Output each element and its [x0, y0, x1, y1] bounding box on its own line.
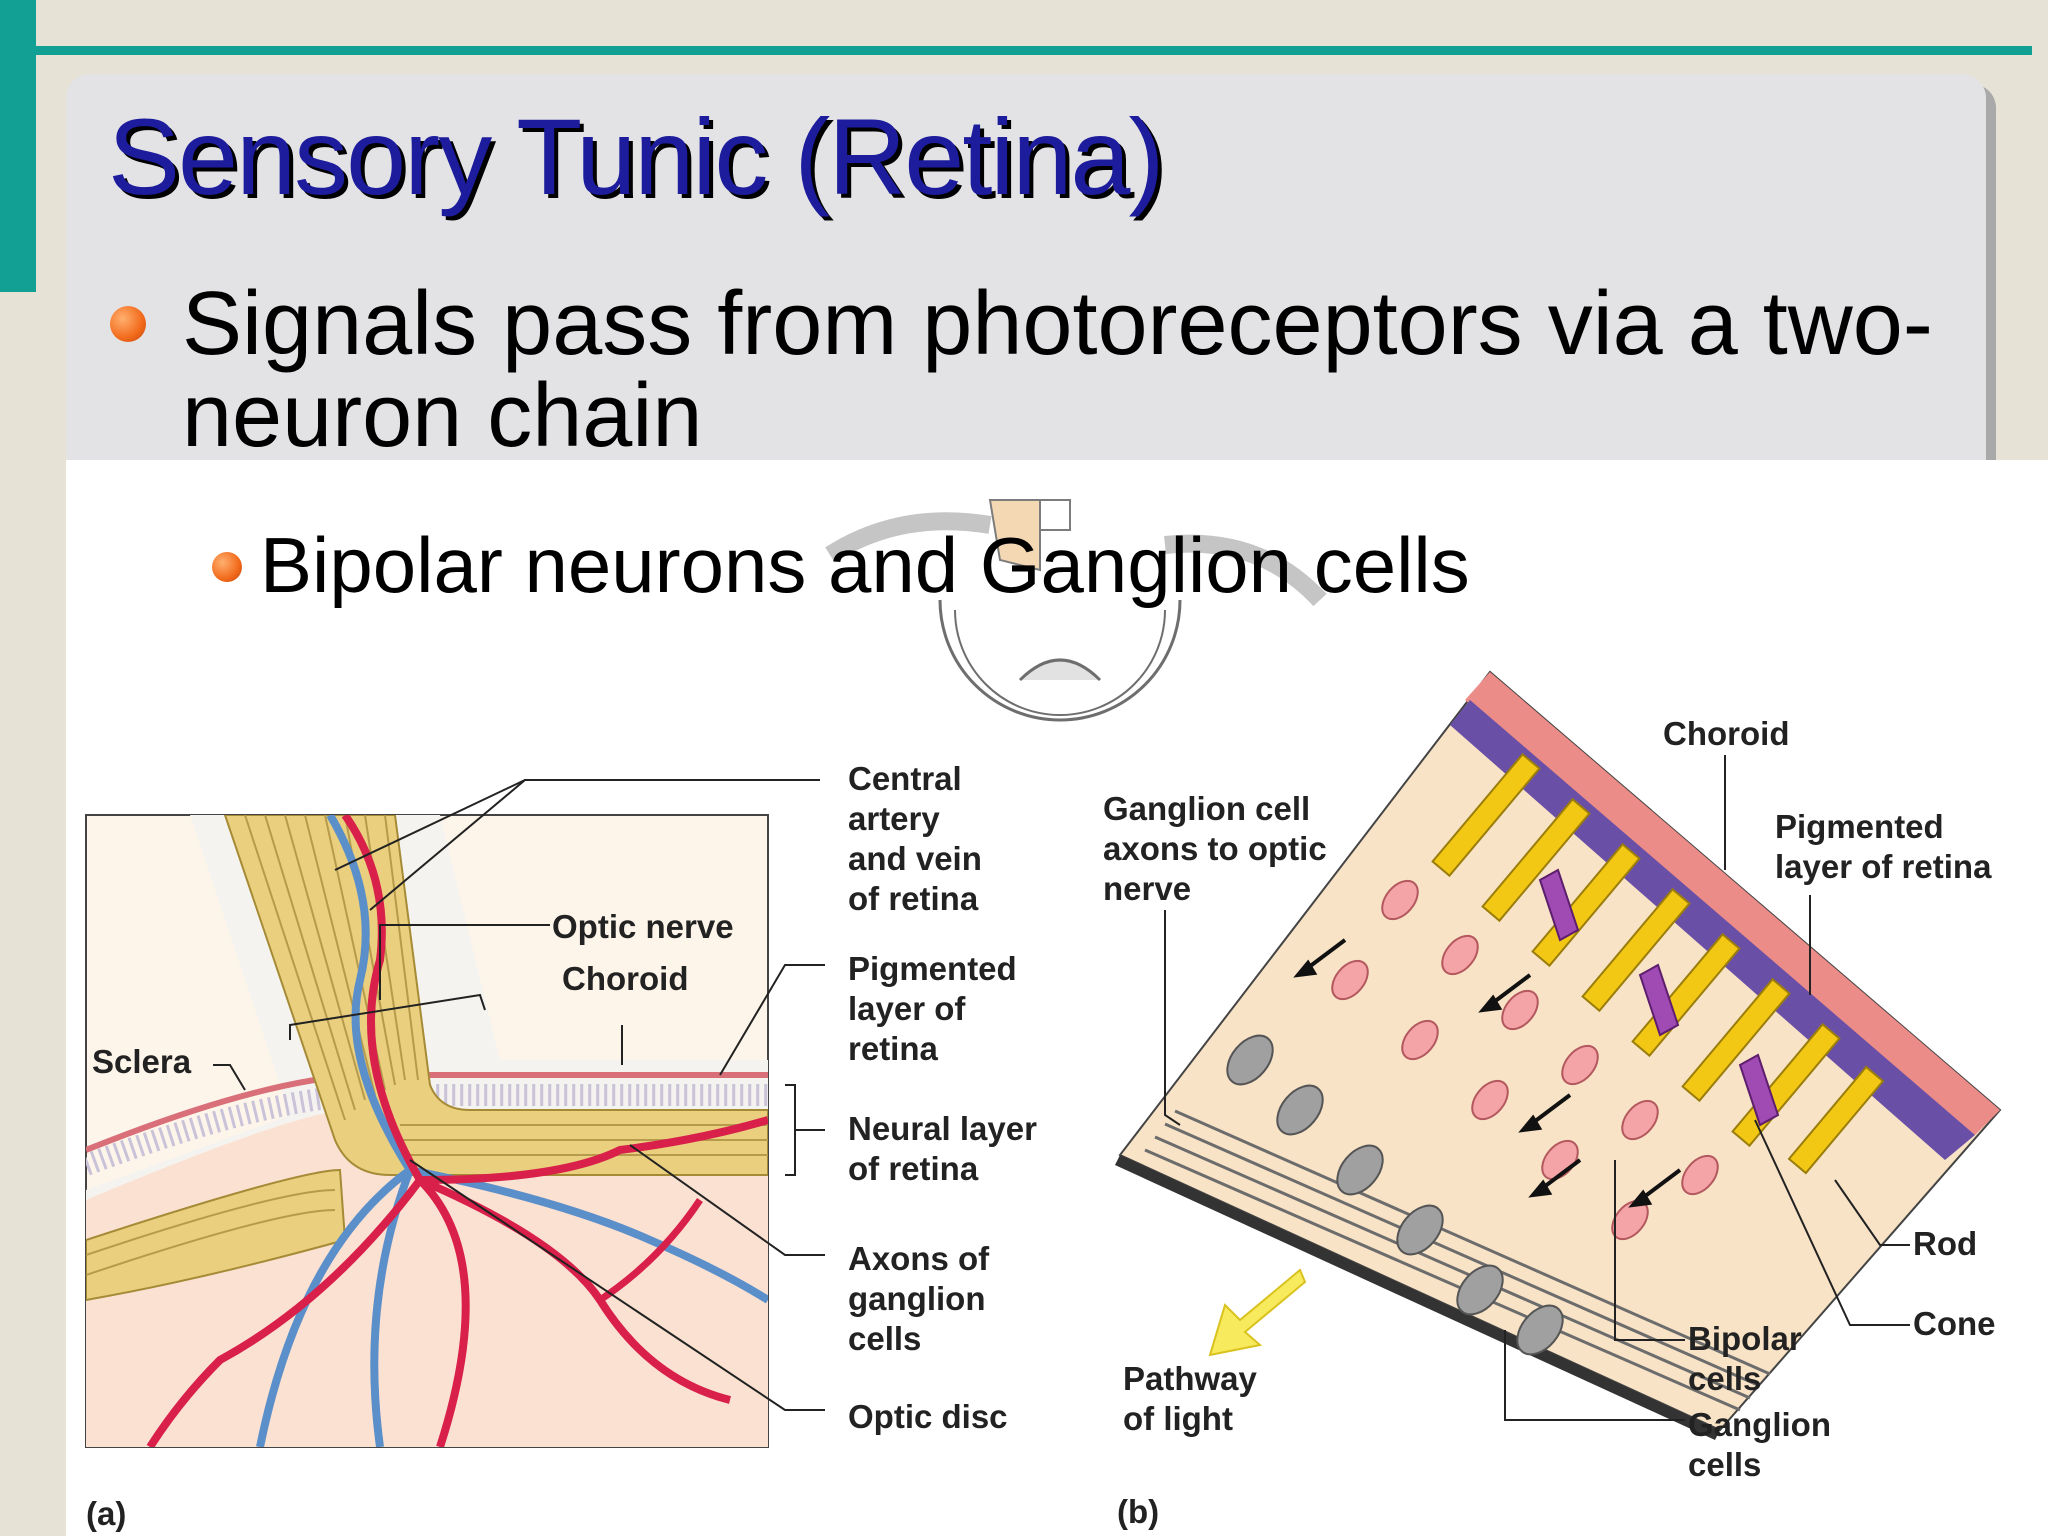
label-cone: Cone: [1913, 1305, 1996, 1342]
bullet-text-2: Bipolar neurons and Ganglion cells: [260, 521, 1470, 609]
label-ganglion-2: cells: [1688, 1446, 1761, 1483]
panel-b-labels: Ganglion cell axons to optic nerve Choro…: [1103, 715, 1996, 1530]
label-choroid-b: Choroid: [1663, 715, 1789, 752]
label-neural-2: of retina: [848, 1150, 979, 1187]
label-central-3: and vein: [848, 840, 982, 877]
eye-orientation-icon: [825, 499, 1327, 722]
panel-b-diagram: [1115, 670, 2002, 1440]
label-ganglion-axons-3: nerve: [1103, 870, 1191, 907]
label-pigmented-b-1: Pigmented: [1775, 808, 1944, 845]
panel-a-diagram: [85, 779, 825, 1448]
bullet-dot-1: [110, 306, 146, 342]
bullet-dot-2: [212, 552, 242, 582]
label-pigmented-a-3: retina: [848, 1030, 939, 1067]
label-axons-2: ganglion: [848, 1280, 985, 1317]
bullet-text-1: Signals pass from photoreceptors via a t…: [182, 274, 1933, 466]
label-pathway-1: Pathway: [1123, 1360, 1258, 1397]
panel-label-a: (a): [86, 1495, 126, 1532]
label-neural-1: Neural layer: [848, 1110, 1037, 1147]
teal-sidebar-bar: [0, 0, 36, 292]
label-rod: Rod: [1913, 1225, 1977, 1262]
teal-top-line: [36, 46, 2032, 55]
label-pathway-2: of light: [1123, 1400, 1233, 1437]
label-ganglion-1: Ganglion: [1688, 1406, 1831, 1443]
label-optic-disc: Optic disc: [848, 1398, 1008, 1435]
label-pigmented-a-1: Pigmented: [848, 950, 1017, 987]
label-bipolar-2: cells: [1688, 1360, 1761, 1397]
label-ganglion-axons-1: Ganglion cell: [1103, 790, 1310, 827]
label-choroid-a: Choroid: [562, 960, 688, 997]
panel-label-b: (b): [1117, 1493, 1159, 1530]
label-bipolar-1: Bipolar: [1688, 1320, 1802, 1357]
label-pigmented-b-2: layer of retina: [1775, 848, 1992, 885]
label-central-1: Central: [848, 760, 962, 797]
label-sclera: Sclera: [92, 1043, 192, 1080]
label-central-2: artery: [848, 800, 940, 837]
slide-title: Sensory Tunic (Retina): [108, 96, 1164, 217]
label-axons-1: Axons of: [848, 1240, 990, 1277]
label-central-4: of retina: [848, 880, 979, 917]
label-axons-3: cells: [848, 1320, 921, 1357]
label-optic-nerve: Optic nerve: [552, 908, 734, 945]
label-pigmented-a-2: layer of: [848, 990, 966, 1027]
light-arrow-icon: [1208, 1268, 1307, 1357]
panel-a-labels: Central artery and vein of retina Optic …: [86, 760, 1037, 1532]
label-ganglion-axons-2: axons to optic: [1103, 830, 1327, 867]
